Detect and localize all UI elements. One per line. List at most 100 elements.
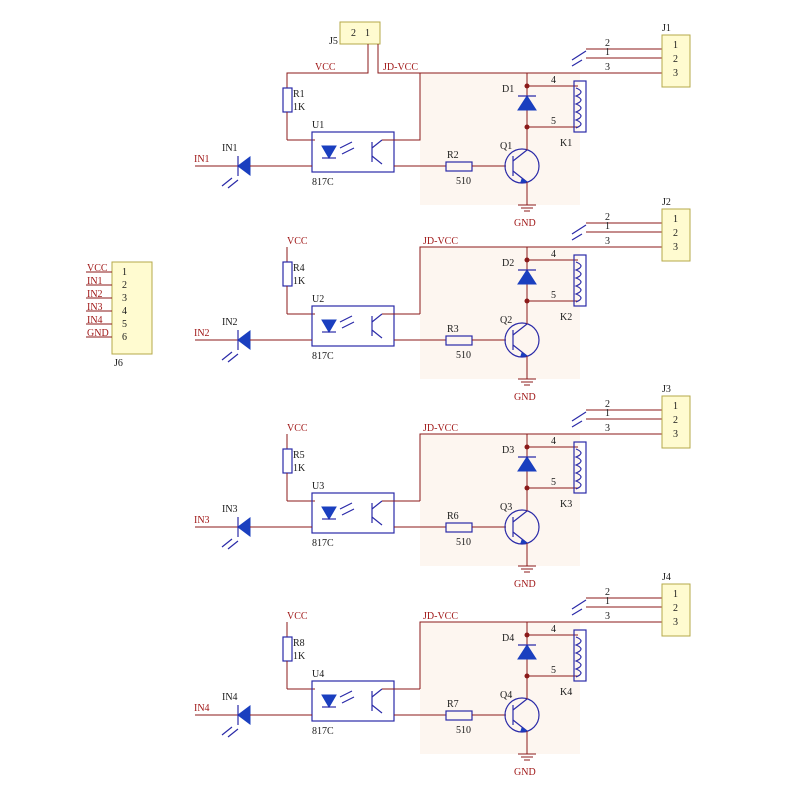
pullup-resistor-body xyxy=(282,636,293,662)
output-connector-pin-number: 1 xyxy=(673,589,678,600)
base-resistor-value: 510 xyxy=(456,725,471,736)
output-connector-pin-number: 3 xyxy=(673,242,678,253)
flyback-diode-icon xyxy=(517,456,537,472)
jdvcc-net-label: JD-VCC xyxy=(423,611,458,622)
optocoupler-ref: U1 xyxy=(312,120,324,131)
relay-contact-icon xyxy=(571,599,587,616)
j6-signal-label: IN2 xyxy=(87,289,103,300)
base-resistor-value: 510 xyxy=(456,537,471,548)
input-header-j6-body xyxy=(111,261,153,355)
output-wire-pin-label: 3 xyxy=(605,236,610,247)
flyback-diode-icon xyxy=(517,644,537,660)
output-connector-pin-number: 2 xyxy=(673,228,678,239)
relay-coil-body xyxy=(573,441,587,494)
jumper-j5-pin-2: 2 xyxy=(351,28,356,39)
flyback-diode-ref: D2 xyxy=(502,258,514,269)
optocoupler-body xyxy=(311,131,395,173)
output-connector-ref: J3 xyxy=(662,384,671,395)
jumper-j5-ref: J5 xyxy=(329,36,338,47)
pullup-resistor-body xyxy=(282,261,293,287)
relay-contact-icon xyxy=(571,224,587,241)
relay-ref: K3 xyxy=(560,499,572,510)
relay-coil-body xyxy=(573,254,587,307)
base-resistor-ref: R2 xyxy=(447,150,459,161)
input-led-ref: IN2 xyxy=(222,317,238,328)
channel-shade xyxy=(420,434,580,566)
input-led-rays-icon xyxy=(221,177,239,189)
vcc-net-label: VCC xyxy=(287,423,308,434)
input-net-label: IN2 xyxy=(194,328,210,339)
flyback-diode-ref: D3 xyxy=(502,445,514,456)
pullup-resistor-ref: R1 xyxy=(293,89,305,100)
vcc-net-label: VCC xyxy=(287,236,308,247)
opto-phototransistor-icon xyxy=(371,688,383,714)
jdvcc-net-label: JD-VCC xyxy=(423,423,458,434)
output-connector-pin-number: 3 xyxy=(673,429,678,440)
output-wire-pin-label: 2 xyxy=(605,38,610,49)
transistor-emitter-arrow xyxy=(520,539,529,544)
output-connector-pin-number: 2 xyxy=(673,603,678,614)
jdvcc-wire xyxy=(377,44,580,74)
j6-signal-label: GND xyxy=(87,328,109,339)
opto-led-icon xyxy=(321,506,337,520)
j6-pin-number: 5 xyxy=(122,319,127,330)
pullup-resistor-value: 1K xyxy=(293,102,306,113)
flyback-diode-ref: D1 xyxy=(502,84,514,95)
output-wire-pin-label: 3 xyxy=(605,611,610,622)
opto-led-icon xyxy=(321,319,337,333)
pullup-resistor-ref: R4 xyxy=(293,263,305,274)
output-wire-pin-label: 3 xyxy=(605,423,610,434)
pullup-resistor-value: 1K xyxy=(293,463,306,474)
relay-pin-4: 4 xyxy=(551,624,556,635)
base-resistor-value: 510 xyxy=(456,176,471,187)
input-led-ref: IN1 xyxy=(222,143,238,154)
relay-pin-5: 5 xyxy=(551,290,556,301)
relay-contact-icon xyxy=(571,411,587,428)
output-wire-pin-label: 2 xyxy=(605,212,610,223)
output-connector-pin-number: 1 xyxy=(673,401,678,412)
output-connector-ref: J2 xyxy=(662,197,671,208)
transistor-ref: Q2 xyxy=(500,315,512,326)
output-connector-body xyxy=(661,208,691,262)
output-connector-body xyxy=(661,583,691,637)
base-resistor-value: 510 xyxy=(456,350,471,361)
relay-pin-5: 5 xyxy=(551,665,556,676)
j6-pin-number: 1 xyxy=(122,267,127,278)
relay-pin-4: 4 xyxy=(551,75,556,86)
j6-signal-label: IN1 xyxy=(87,276,103,287)
transistor-body xyxy=(504,148,540,184)
j6-signal-label: VCC xyxy=(87,263,108,274)
output-wire-pin-label: 2 xyxy=(605,399,610,410)
j6-signal-label: IN4 xyxy=(87,315,103,326)
relay-coil-winding xyxy=(574,448,582,490)
base-resistor-ref: R6 xyxy=(447,511,459,522)
optocoupler-body xyxy=(311,305,395,347)
output-connector-pin-number: 3 xyxy=(673,617,678,628)
flyback-diode-icon xyxy=(517,95,537,111)
optocoupler-part: 817C xyxy=(312,726,334,737)
vcc-wire xyxy=(286,44,369,88)
relay-coil-body xyxy=(573,629,587,682)
opto-phototransistor-icon xyxy=(371,313,383,339)
relay-contact-icon xyxy=(571,50,587,67)
jdvcc-net-label: JD-VCC xyxy=(383,62,418,73)
output-wire-pin-label: 1 xyxy=(605,596,610,607)
input-net-label: IN4 xyxy=(194,703,210,714)
transistor-ref: Q4 xyxy=(500,690,512,701)
output-connector-ref: J4 xyxy=(662,572,671,583)
gnd-net-label: GND xyxy=(514,579,536,590)
relay-pin-4: 4 xyxy=(551,249,556,260)
output-connector-pin-number: 2 xyxy=(673,415,678,426)
opto-collector-wire xyxy=(382,73,421,141)
relay-pin-5: 5 xyxy=(551,477,556,488)
gnd-net-label: GND xyxy=(514,392,536,403)
relay-coil-winding xyxy=(574,87,582,129)
relay-coil-body xyxy=(573,80,587,133)
output-connector-body xyxy=(661,34,691,88)
transistor-emitter-arrow xyxy=(520,352,529,357)
output-connector-pin-number: 1 xyxy=(673,40,678,51)
opto-light-arrows-icon xyxy=(339,690,355,704)
input-led-rays-icon xyxy=(221,726,239,738)
